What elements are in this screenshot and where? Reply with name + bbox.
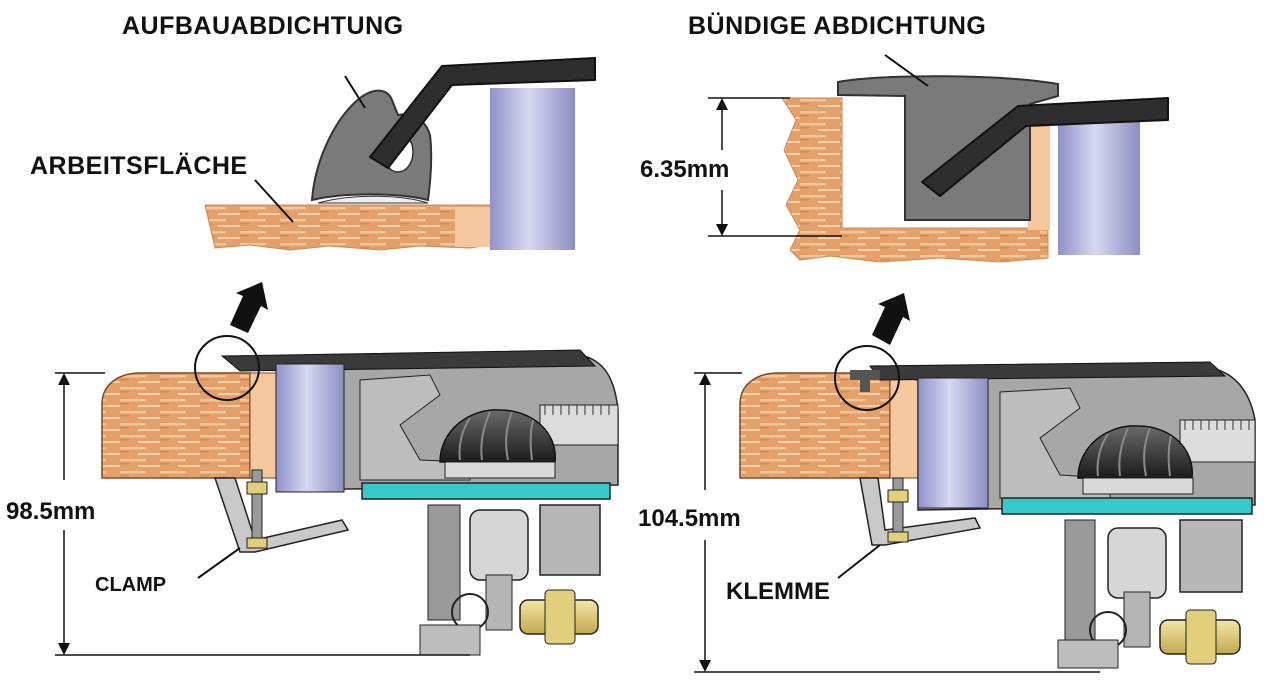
- detail-circle-right: [834, 345, 900, 411]
- seal-base-left: [317, 195, 429, 204]
- clamp-screw-left: [251, 469, 263, 543]
- flush-seal-mini: [850, 370, 880, 380]
- teal-plate-left: [361, 482, 611, 500]
- assembly-left: [55, 335, 619, 656]
- burner-base-right: [1082, 477, 1194, 495]
- label-clamp: CLAMP: [95, 574, 167, 596]
- clamp-bracket-left: [213, 477, 350, 553]
- hob-frame-right: [921, 97, 1169, 197]
- base-block-left: [419, 624, 481, 656]
- worktop-left: [101, 372, 251, 479]
- clamp-nut-right: [887, 489, 909, 503]
- label-flush-depth: 6.35mm: [640, 156, 730, 183]
- leader-clamp-right: [837, 544, 881, 579]
- worktop-edge-left: [249, 372, 277, 479]
- valve-body-right: [1107, 527, 1167, 599]
- clamp-nut-right-lower: [887, 531, 909, 543]
- gas-pipe-right: [1064, 519, 1096, 641]
- brass-nut-left: [544, 589, 576, 645]
- clamp-bracket-right: [859, 477, 982, 546]
- label-flush-seal: BÜNDIGE ABDICHTUNG: [688, 12, 987, 40]
- valve-stem-right: [1123, 591, 1151, 648]
- clamp-screw-right: [892, 477, 904, 541]
- label-klemme: KLEMME: [726, 578, 830, 605]
- hob-frame-left: [369, 57, 596, 169]
- worktop-detail-right: [781, 97, 1049, 263]
- label-height-right: 104.5mm: [638, 505, 741, 532]
- burner-cap-right: [1077, 425, 1193, 479]
- cylinder-right: [917, 377, 989, 509]
- burner-ribs-left: [458, 411, 534, 461]
- valve-stem-left: [485, 574, 513, 631]
- label-surface-seal: AUFBAUABDICHTUNG: [122, 12, 404, 40]
- leader-flush-seal: [884, 54, 929, 87]
- zoom-arrow-right-icon: [872, 293, 910, 345]
- surface-seal-detail: [204, 57, 596, 251]
- burner-cap-left: [439, 409, 556, 463]
- grid-ticks-right: [1184, 420, 1250, 430]
- teal-plate-right: [1001, 497, 1253, 515]
- inner-tray-left: [359, 374, 471, 481]
- worktop-edge-right: [889, 372, 919, 479]
- leader-worktop: [254, 179, 294, 223]
- leader-clamp-left: [197, 547, 241, 579]
- valve-bracket-right: [1179, 519, 1243, 593]
- cylinder-wall-right: [1058, 112, 1140, 255]
- leader-surface-seal: [344, 75, 366, 109]
- clamp-nut-left-lower: [246, 537, 268, 549]
- worktop-detail-left: [204, 204, 491, 251]
- zoom-arrow-left-icon: [230, 282, 268, 333]
- base-block-right: [1057, 639, 1119, 669]
- detail-circle-left: [194, 335, 260, 401]
- flush-seal-mini-lip: [860, 378, 870, 392]
- gas-pipe-left: [427, 504, 461, 621]
- cylinder-left: [275, 363, 345, 493]
- worktop-right: [739, 372, 891, 479]
- assembly-right: [694, 345, 1256, 673]
- valve-bracket-left: [539, 504, 601, 576]
- burner-ribs-right: [1096, 427, 1172, 477]
- flush-seal-detail: [708, 54, 1169, 263]
- burner-base-left: [444, 461, 556, 479]
- label-height-left: 98.5mm: [6, 498, 96, 525]
- valve-body-left: [469, 509, 529, 581]
- wood-edge-strip: [455, 207, 490, 247]
- clamp-nut-left: [246, 481, 268, 495]
- brass-nut-right: [1185, 609, 1217, 665]
- cylinder-wall-left: [490, 88, 575, 250]
- wood-edge-strip-right: [1028, 110, 1050, 230]
- label-worktop: ARBEITSFLÄCHE: [30, 152, 248, 180]
- grid-ticks-left: [544, 405, 610, 415]
- seal-profile-right: [837, 75, 1059, 221]
